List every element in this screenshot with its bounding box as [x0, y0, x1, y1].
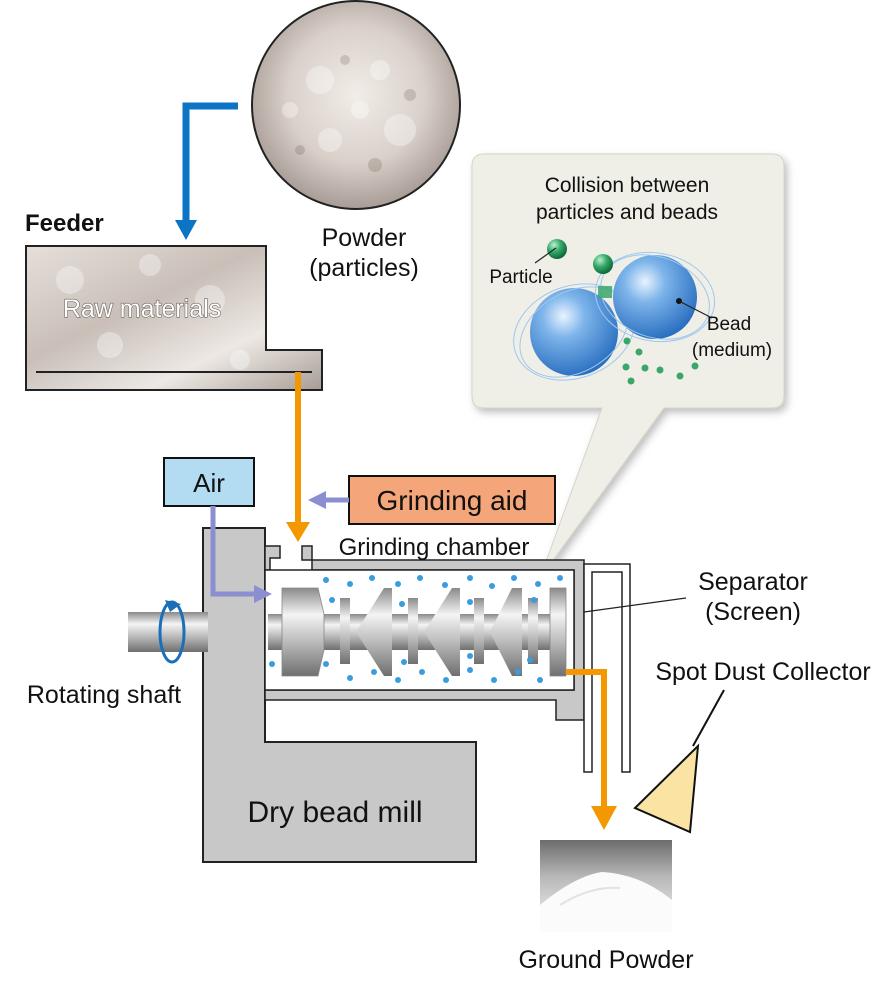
bead-label-line1: Bead	[707, 314, 751, 335]
feed-arrow	[286, 372, 310, 542]
collision-title-line2: particles and beads	[536, 201, 718, 224]
particle-crushed	[598, 286, 612, 298]
rotating-shaft	[128, 612, 208, 652]
raw-materials-label: Raw materials	[63, 295, 221, 323]
collision-title-line1: Collision between	[545, 174, 710, 197]
outlet-arrow	[566, 669, 617, 830]
air-arrow	[210, 506, 272, 603]
rotation-arrow	[158, 600, 186, 664]
separator-label-line1: Separator	[698, 568, 808, 596]
particle-label: Particle	[489, 267, 552, 288]
rotor	[268, 587, 567, 677]
spot-dust-collector	[633, 689, 725, 834]
dry-bead-mill-label: Dry bead mill	[247, 796, 422, 829]
particle-large	[547, 239, 567, 259]
bead-label-line2: (medium)	[692, 340, 772, 361]
feeder-hopper	[25, 245, 323, 391]
powder-photo	[251, 0, 461, 210]
spot-dust-collector-label: Spot Dust Collector	[655, 658, 870, 686]
bead-leader	[678, 300, 713, 319]
particles	[547, 239, 699, 385]
powder-feed-arrow	[175, 102, 238, 240]
air-box	[163, 457, 255, 507]
chamber-beads	[269, 575, 563, 683]
particle-leader	[534, 247, 557, 264]
grinding-aid-arrow	[308, 491, 349, 509]
separator-label-line2: (Screen)	[705, 598, 801, 626]
air-label: Air	[193, 468, 225, 498]
particle-medium	[593, 254, 613, 274]
grinding-aid-label: Grinding aid	[377, 485, 528, 516]
ground-powder-photo	[540, 840, 672, 932]
feeder-label: Feeder	[25, 210, 104, 237]
grinding-chamber-label: Grinding chamber	[339, 534, 530, 561]
rotating-shaft-label: Rotating shaft	[27, 681, 181, 709]
powder-label-line1: Powder	[322, 224, 407, 252]
ground-powder-label: Ground Powder	[518, 946, 693, 974]
powder-label-line2: (particles)	[309, 254, 419, 282]
separator-leader	[583, 597, 687, 613]
